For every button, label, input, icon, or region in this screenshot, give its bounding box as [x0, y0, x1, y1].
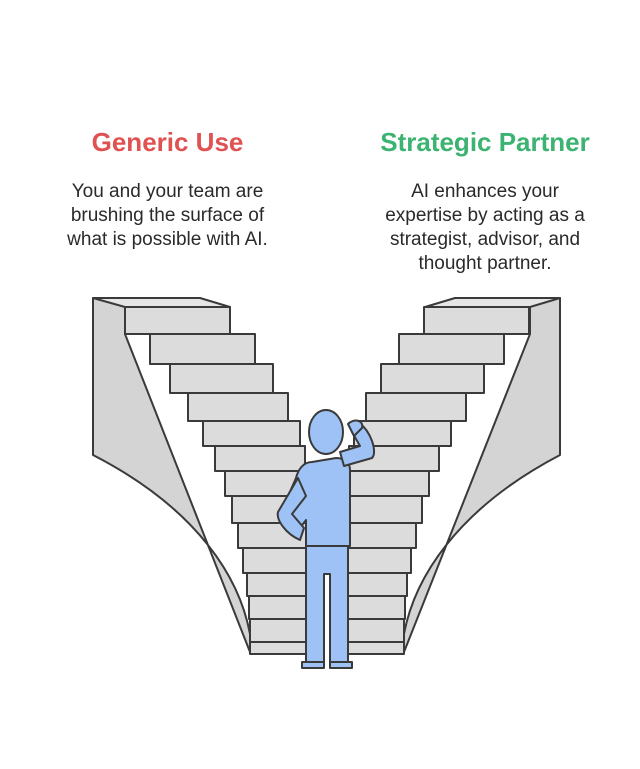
generic-use-description: You and your team are brushing the surfa…	[40, 180, 295, 252]
strategic-partner-column: Strategic Partner AI enhances your exper…	[355, 126, 615, 276]
strategic-partner-line-1: AI enhances your	[411, 181, 559, 202]
left-step	[242, 547, 309, 574]
left-step	[246, 572, 309, 597]
strategic-partner-description: AI enhances your expertise by acting as …	[355, 180, 615, 276]
generic-use-line-3: what is possible with AI.	[67, 229, 268, 250]
right-step	[345, 641, 405, 655]
generic-use-column: Generic Use You and your team are brushi…	[40, 126, 295, 252]
right-step	[345, 595, 406, 620]
left-step	[249, 618, 309, 643]
strategic-partner-line-4: thought partner.	[418, 253, 552, 274]
person-thinking-icon	[276, 409, 376, 669]
right-step	[380, 363, 485, 394]
left-step	[202, 420, 301, 447]
right-step	[398, 333, 505, 365]
left-step	[124, 306, 231, 335]
left-step	[169, 363, 274, 394]
right-step	[365, 392, 467, 422]
right-step	[345, 572, 408, 597]
generic-use-line-1: You and your team are	[71, 181, 264, 202]
left-top-cap	[92, 297, 231, 308]
right-step	[345, 618, 405, 643]
strategic-partner-line-2: expertise by acting as a	[385, 205, 585, 226]
right-step	[345, 470, 430, 497]
right-step	[345, 522, 417, 549]
right-step	[423, 306, 530, 335]
left-step	[249, 641, 309, 655]
left-step	[248, 595, 309, 620]
generic-use-line-2: brushing the surface of	[70, 205, 265, 226]
right-step	[345, 547, 412, 574]
right-steps	[345, 306, 530, 655]
generic-use-title: Generic Use	[91, 127, 244, 157]
right-step	[345, 495, 423, 524]
left-steps	[124, 306, 309, 655]
strategic-partner-line-3: strategist, advisor, and	[389, 229, 581, 250]
right-top-cap	[424, 297, 561, 308]
left-step	[214, 445, 306, 472]
left-step	[187, 392, 289, 422]
strategic-partner-title: Strategic Partner	[380, 127, 590, 157]
left-step	[149, 333, 256, 365]
